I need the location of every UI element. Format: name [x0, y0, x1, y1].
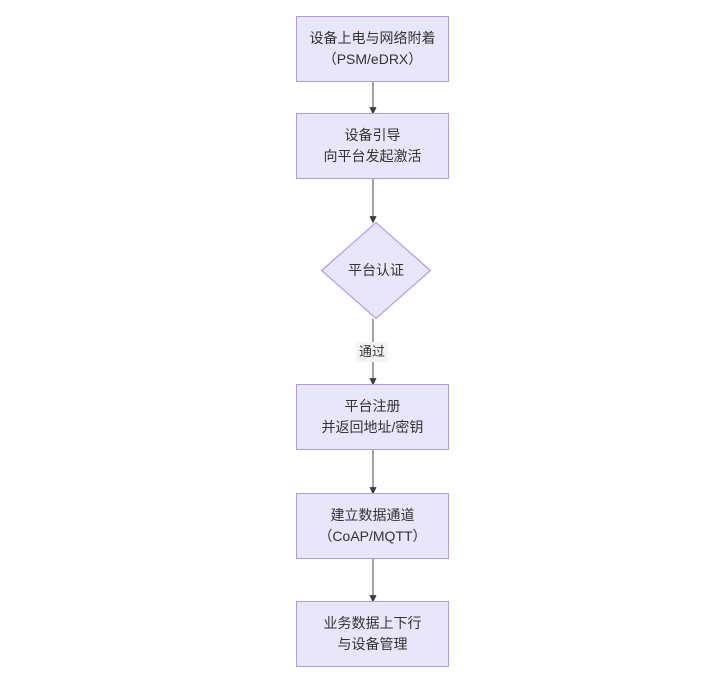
node-platform-authentication[interactable]: 平台认证 — [321, 222, 431, 319]
node-text-line: （CoAP/MQTT） — [318, 528, 427, 544]
node-establish-data-channel[interactable]: 建立数据通道 （CoAP/MQTT） — [296, 493, 449, 559]
node-text-line: 并返回地址/密钥 — [321, 419, 424, 435]
node-text-line: 向平台发起激活 — [323, 148, 422, 164]
diamond-shape — [321, 222, 431, 319]
node-text-line: 与设备管理 — [337, 636, 408, 652]
node-text-line: 业务数据上下行 — [323, 615, 422, 631]
node-text-line: 设备引导 — [344, 127, 401, 143]
node-text-line: 设备上电与网络附着 — [309, 30, 436, 46]
edge-label-pass: 通过 — [356, 342, 389, 362]
node-text-line: 平台认证 — [348, 262, 404, 278]
node-text-line: 建立数据通道 — [330, 507, 415, 523]
node-device-bootstrap[interactable]: 设备引导 向平台发起激活 — [296, 113, 449, 179]
node-text-line: （PSM/eDRX） — [322, 51, 423, 67]
node-business-data-and-device-management[interactable]: 业务数据上下行 与设备管理 — [296, 601, 449, 667]
node-text-line: 平台注册 — [344, 398, 401, 414]
node-device-power-on[interactable]: 设备上电与网络附着 （PSM/eDRX） — [296, 16, 449, 82]
node-platform-registration[interactable]: 平台注册 并返回地址/密钥 — [296, 384, 449, 450]
